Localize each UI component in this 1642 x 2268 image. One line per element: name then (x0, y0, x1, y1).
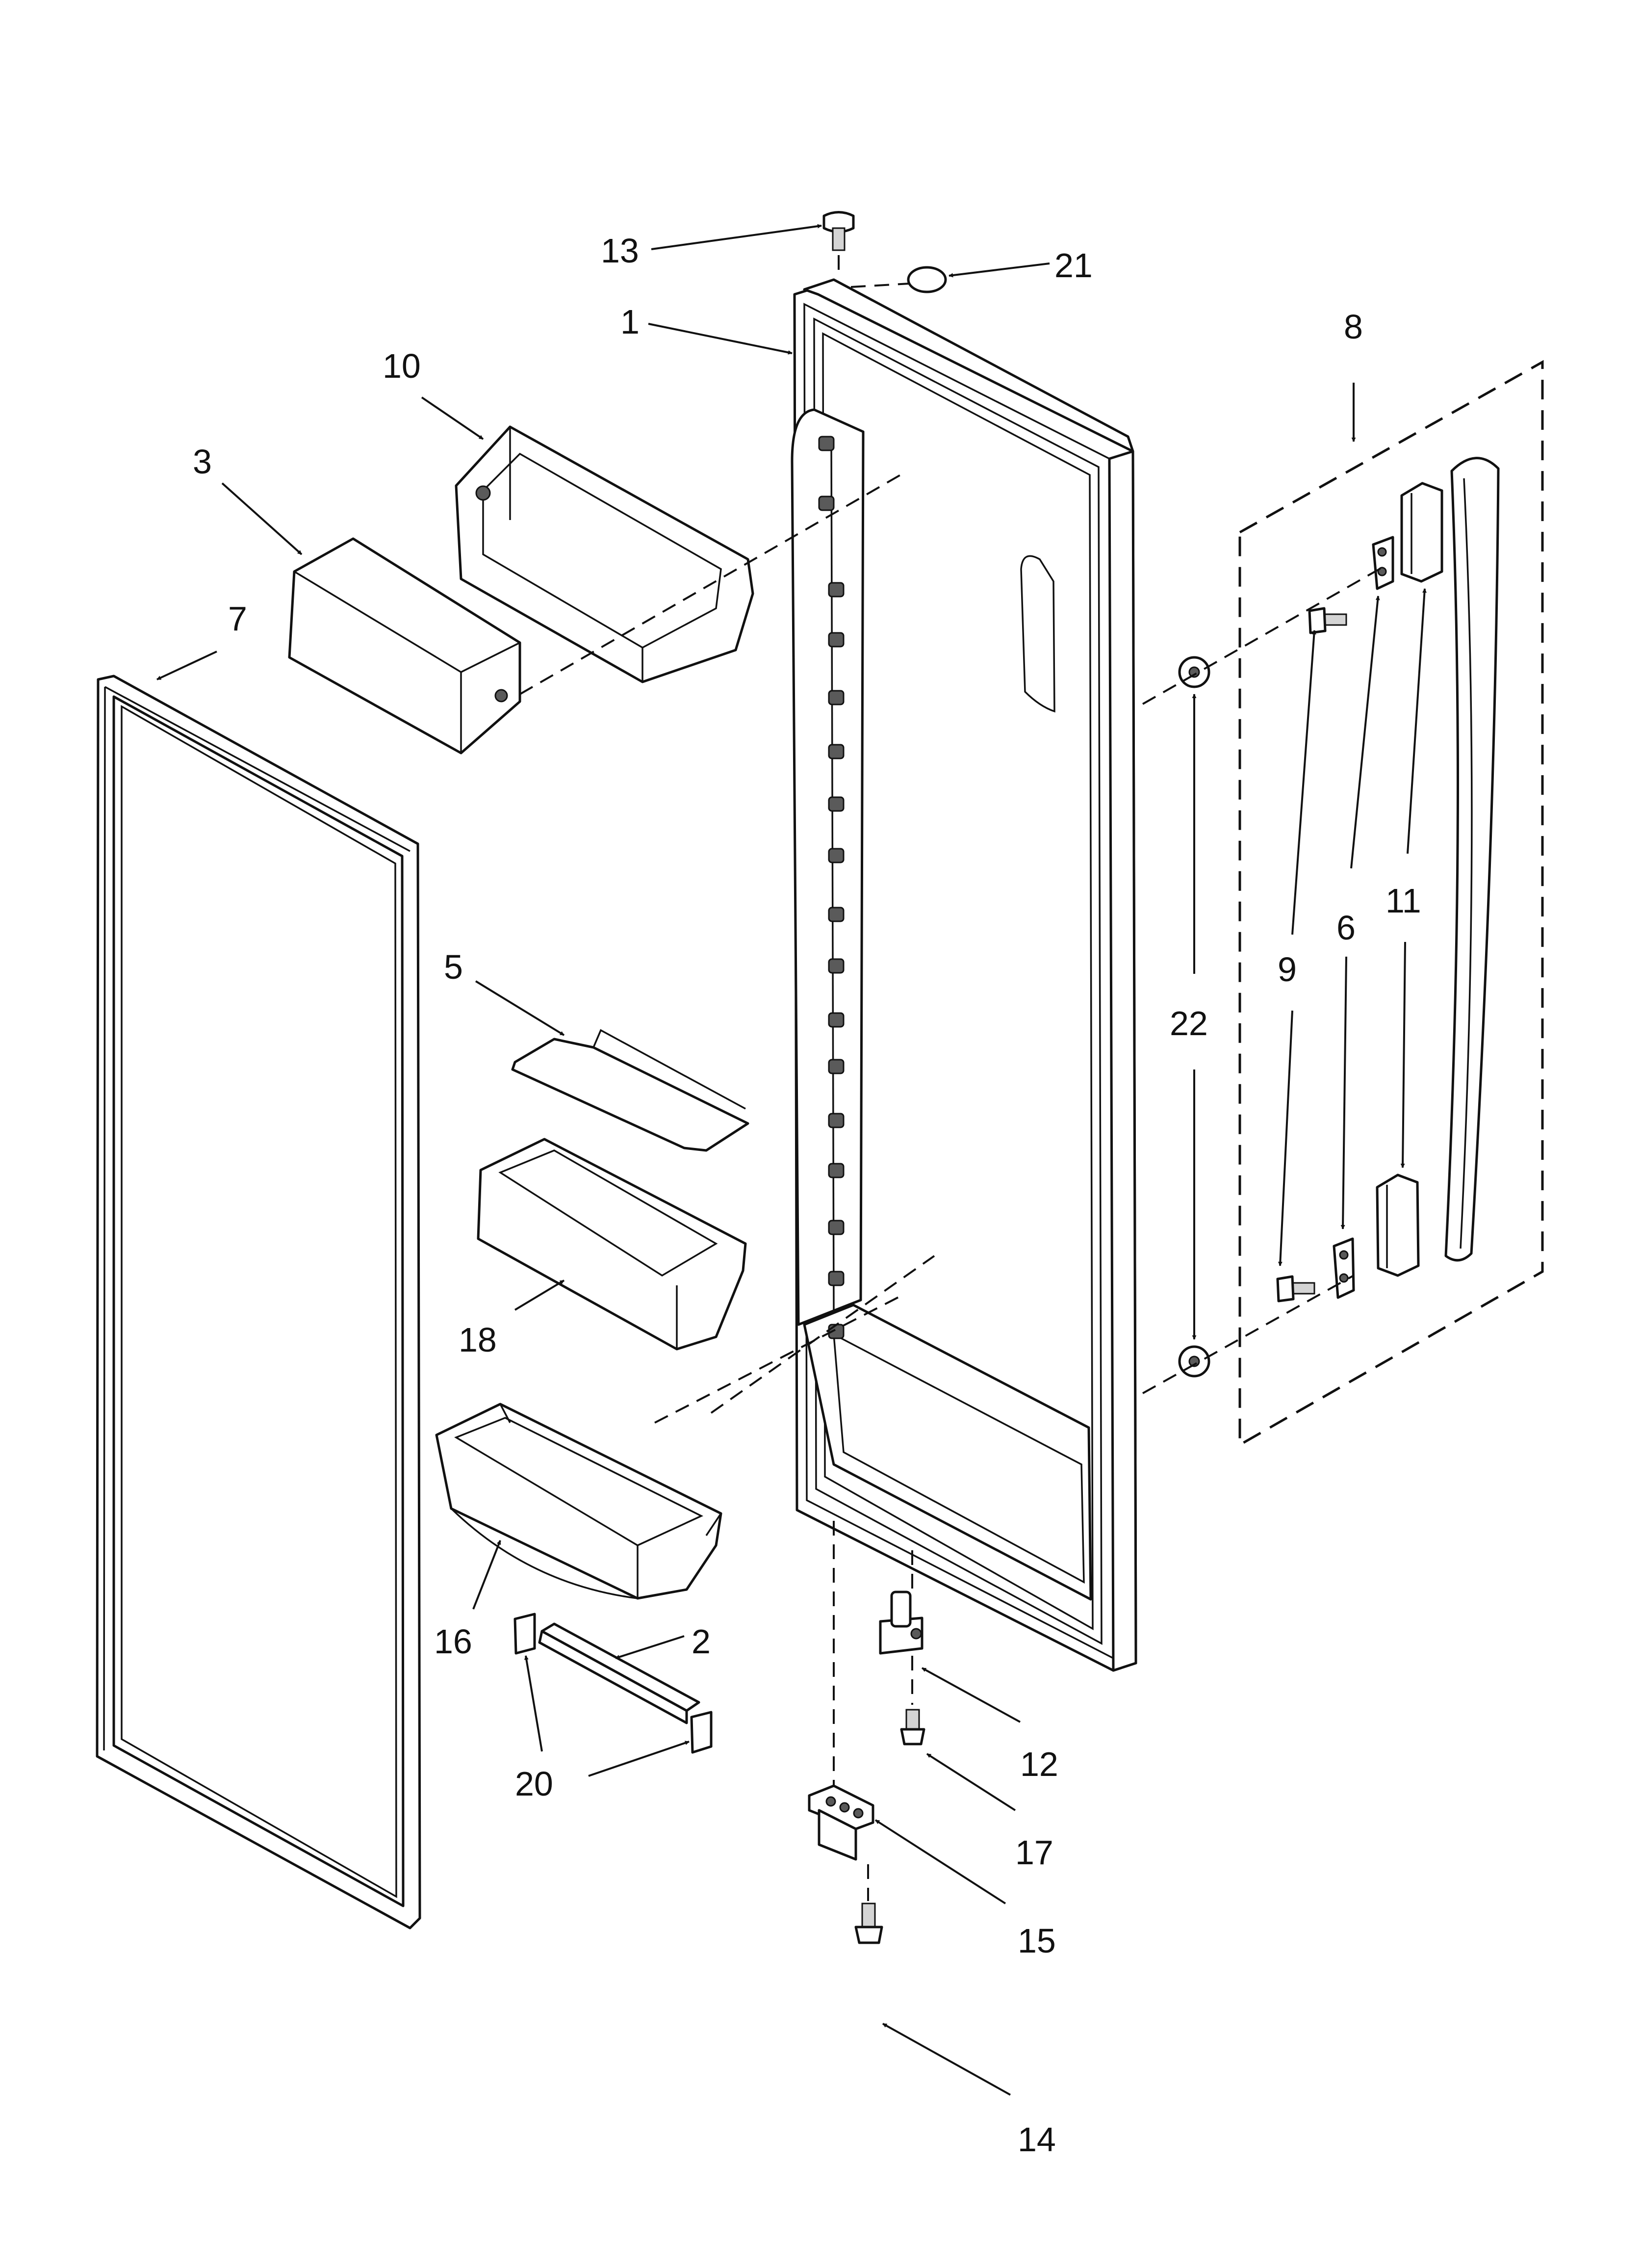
shelf-slot-series (818, 436, 845, 1339)
bin-shelf-part[interactable] (511, 1029, 749, 1152)
gallon-bin-part[interactable] (435, 1403, 722, 1600)
callout-6: 6 (1336, 909, 1356, 947)
screw-14-part[interactable] (854, 1903, 883, 1944)
dairy-housing-part[interactable] (455, 425, 754, 683)
door-liner-part[interactable] (791, 278, 1137, 1672)
bin-trim-part[interactable] (538, 1622, 700, 1724)
handle-bracket-lower-part[interactable] (1333, 1237, 1355, 1299)
callout-21: 21 (1054, 246, 1093, 285)
callout-7: 7 (228, 600, 247, 638)
dairy-door-part[interactable] (288, 537, 521, 755)
callout-12: 12 (1020, 1745, 1058, 1783)
callout-1: 1 (620, 303, 640, 341)
handle-bracket-upper-part[interactable] (1372, 536, 1394, 590)
callout-15: 15 (1018, 1922, 1056, 1960)
callout-labels: 13 21 1 8 10 3 7 5 11 6 9 22 18 16 2 20 … (193, 232, 1421, 2159)
door-bin-part[interactable] (477, 1138, 747, 1351)
trim-end-cap-part[interactable] (513, 1613, 713, 1754)
callout-17: 17 (1015, 1833, 1053, 1872)
callout-22: 22 (1170, 1004, 1208, 1043)
callout-5: 5 (444, 948, 463, 986)
leader-arrows (156, 224, 1427, 2096)
door-gasket-part[interactable] (96, 675, 421, 1929)
hinge-bushing-part[interactable] (879, 1590, 924, 1655)
callout-11: 11 (1385, 882, 1421, 920)
callout-2: 2 (692, 1622, 711, 1661)
handle-kit-outline (1238, 360, 1544, 1447)
handle-stud-upper-part[interactable] (1178, 656, 1210, 688)
callout-8: 8 (1344, 308, 1363, 346)
callout-20: 20 (515, 1765, 553, 1803)
handle-screw-lower-part[interactable] (1276, 1275, 1315, 1303)
handle-stud-lower-part[interactable] (1178, 1345, 1210, 1378)
callout-16: 16 (434, 1622, 472, 1661)
callout-13: 13 (601, 232, 639, 270)
callout-10: 10 (383, 347, 421, 385)
hinge-plate-part[interactable] (808, 1784, 874, 1861)
handle-end-cap-lower-part[interactable] (1376, 1173, 1420, 1277)
callout-14: 14 (1018, 2120, 1056, 2159)
assembly-lines (519, 255, 1388, 1901)
screw-17-part[interactable] (900, 1709, 925, 1746)
door-handle-part[interactable] (1444, 457, 1500, 1262)
callout-9: 9 (1278, 950, 1297, 989)
callout-18: 18 (459, 1321, 497, 1359)
callout-3: 3 (193, 443, 212, 481)
door-plug-part[interactable] (822, 211, 855, 251)
o-ring-part[interactable] (907, 266, 947, 293)
handle-end-cap-upper-part[interactable] (1400, 482, 1443, 583)
handle-screw-upper-part[interactable] (1308, 607, 1347, 634)
